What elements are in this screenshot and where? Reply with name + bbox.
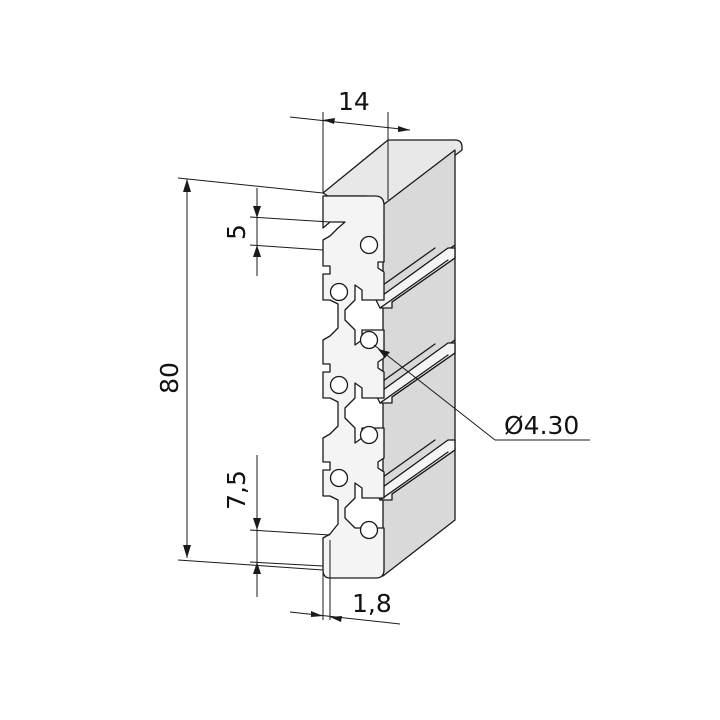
dimension-slot-top-label: 5 [222,224,251,240]
dimension-height-label: 80 [155,362,184,394]
dimension-wall: 1,8 [289,540,401,625]
mounting-holes [329,235,379,540]
dimension-height: 80 [155,177,324,571]
dimension-slot-bottom: 7,5 [222,455,331,597]
dimension-width-label: 14 [338,87,370,116]
dimension-width: 14 [289,87,411,200]
hole-2 [329,282,349,302]
hole-3 [359,330,379,350]
hole-5 [359,425,379,445]
hole-6 [329,468,349,488]
dimension-slot-bottom-label: 7,5 [222,470,251,510]
dimension-slot-top: 5 [222,188,331,276]
hole-7 [359,520,379,540]
hole-4 [329,375,349,395]
dimension-hole-diameter-label: Ø4.30 [504,411,579,440]
hole-1 [359,235,379,255]
dimension-wall-label: 1,8 [352,589,392,618]
dimension-hole-diameter: Ø4.30 [373,344,590,441]
